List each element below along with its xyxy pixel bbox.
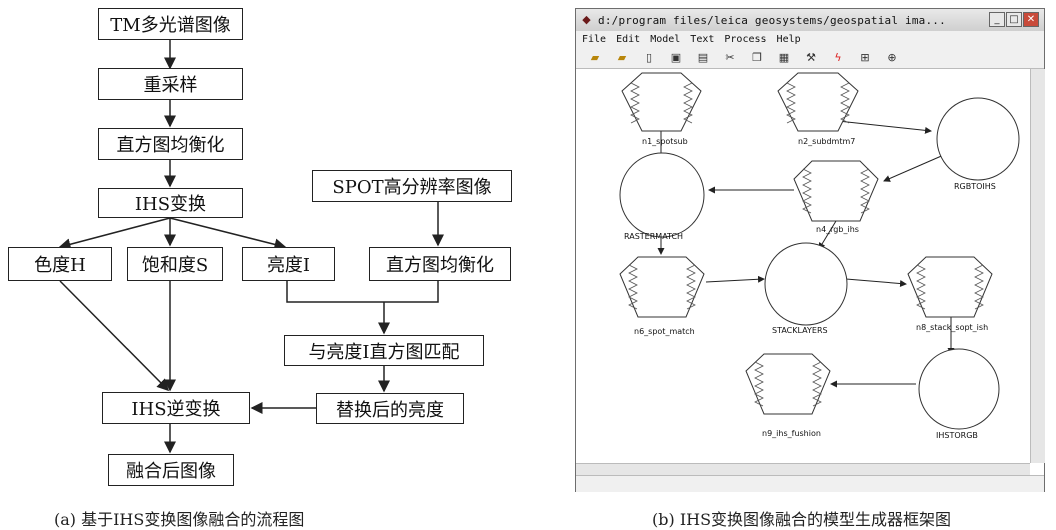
hist-eq-node-2: 直方图均衡化 <box>369 247 511 281</box>
n2-label: n2_subdmtm7 <box>798 137 856 146</box>
folder-icon[interactable]: ▰ <box>617 51 627 64</box>
paste-icon[interactable]: ▦ <box>778 51 790 64</box>
minimize-button[interactable]: _ <box>989 12 1005 27</box>
menu-help[interactable]: Help <box>776 34 801 45</box>
spot-image-node: SPOT高分辨率图像 <box>312 170 512 202</box>
print-icon[interactable]: ▤ <box>697 51 709 64</box>
n1-label: n1_spotsub <box>642 137 688 146</box>
close-button[interactable]: ✕ <box>1023 12 1039 27</box>
menu-bar: File Edit Model Text Process Help <box>576 31 1044 48</box>
vertical-scrollbar[interactable] <box>1030 69 1045 463</box>
flowchart-connectors <box>58 40 444 454</box>
ihs-transform-node: IHS变换 <box>98 188 243 218</box>
menu-text[interactable]: Text <box>690 34 715 45</box>
new-file-icon[interactable]: ▯ <box>645 51 653 64</box>
stacklayers-node[interactable] <box>764 242 848 326</box>
model-caption: (b) IHS变换图像融合的模型生成器框架图 <box>652 510 952 529</box>
hist-eq-node-1: 直方图均衡化 <box>98 128 243 160</box>
menu-process[interactable]: Process <box>724 34 767 45</box>
model-canvas[interactable]: n1_spotsub n2_subdmtm7 RGBTOIHS RASTERMA… <box>576 69 1030 463</box>
horizontal-scrollbar[interactable] <box>576 463 1030 476</box>
cut-icon[interactable]: ✂ <box>725 51 735 64</box>
rgbtoihs-node[interactable] <box>936 97 1020 181</box>
ihstorgb-node[interactable] <box>918 348 1000 430</box>
inverse-ihs-node: IHS逆变换 <box>102 392 250 424</box>
rastermatch-label: RASTERMATCH <box>624 232 684 241</box>
model-maker-window: ◆ d:/program files/leica geosystems/geos… <box>575 8 1045 492</box>
replaced-intensity-node: 替换后的亮度 <box>316 393 464 424</box>
status-bar <box>576 475 1044 492</box>
saturation-node: 饱和度S <box>127 247 223 281</box>
window-title: d:/program files/leica geosystems/geospa… <box>598 13 946 27</box>
zoom-icon[interactable]: ⊕ <box>887 51 897 64</box>
n6-node[interactable] <box>619 256 705 318</box>
intensity-node: 亮度I <box>242 247 335 281</box>
n6-label: n6_spot_match <box>634 327 695 336</box>
hue-node: 色度H <box>8 247 112 281</box>
fused-image-node: 融合后图像 <box>108 454 234 486</box>
lightning-icon[interactable]: ϟ <box>834 51 842 64</box>
n4-label: n4_rgb_ihs <box>816 225 859 234</box>
open-folder-icon[interactable]: ▰ <box>590 51 600 64</box>
rastermatch-node[interactable] <box>619 152 705 238</box>
ihstorgb-label: IHSTORGB <box>936 431 978 440</box>
n9-label: n9_ihs_fushion <box>762 429 821 438</box>
resample-node: 重采样 <box>98 68 243 100</box>
n2-node[interactable] <box>777 72 859 132</box>
toolbar: ▰ ▰ ▯ ▣ ▤ ✂ ❐ ▦ ⚒ ϟ ⊞ ⊕ <box>576 48 1044 69</box>
title-bar[interactable]: ◆ d:/program files/leica geosystems/geos… <box>576 9 1044 31</box>
hist-match-node: 与亮度I直方图匹配 <box>284 335 484 366</box>
menu-model[interactable]: Model <box>650 34 681 45</box>
n1-node[interactable] <box>621 72 702 132</box>
save-icon[interactable]: ▣ <box>670 51 682 64</box>
app-icon: ◆ <box>582 13 591 26</box>
n9-node[interactable] <box>745 353 831 415</box>
rgbtoihs-label: RGBTOIHS <box>954 182 996 191</box>
flowchart-caption: (a) 基于IHS变换图像融合的流程图 <box>54 510 305 529</box>
stacklayers-label: STACKLAYERS <box>772 326 828 335</box>
menu-file[interactable]: File <box>582 34 607 45</box>
n4-node[interactable] <box>793 160 879 222</box>
hammer-icon[interactable]: ⚒ <box>806 51 816 64</box>
copy-icon[interactable]: ❐ <box>752 51 762 64</box>
menu-edit[interactable]: Edit <box>616 34 641 45</box>
fit-icon[interactable]: ⊞ <box>860 51 870 64</box>
n8-label: n8_stack_sopt_ish <box>916 323 989 332</box>
n8-node[interactable] <box>907 256 993 318</box>
tm-image-node: TM多光谱图像 <box>98 8 243 40</box>
maximize-button[interactable]: □ <box>1006 12 1022 27</box>
model-graph <box>619 72 1020 430</box>
